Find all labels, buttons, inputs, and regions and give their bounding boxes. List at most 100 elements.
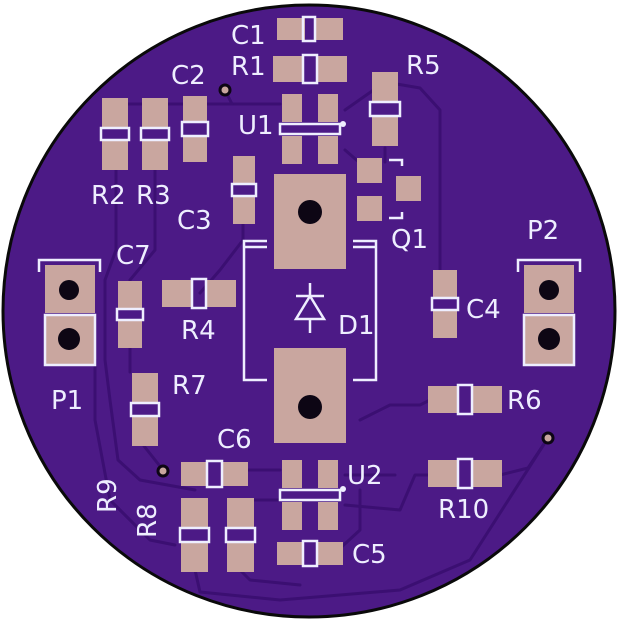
label-p2: P2 xyxy=(527,216,559,246)
silk-outline xyxy=(278,122,342,136)
label-u1: U1 xyxy=(238,111,274,141)
pad xyxy=(233,156,255,184)
silk-outline xyxy=(430,296,460,312)
label-r2: R2 xyxy=(91,181,126,211)
label-p1: P1 xyxy=(51,386,83,416)
silk-bracket xyxy=(353,239,378,382)
pad xyxy=(315,18,343,40)
silk-bracket xyxy=(389,158,404,166)
pad xyxy=(227,498,254,528)
pad xyxy=(318,94,338,122)
label-c2: C2 xyxy=(171,61,206,91)
pad xyxy=(132,373,158,403)
pad xyxy=(472,386,502,413)
pad xyxy=(277,18,305,40)
pad xyxy=(317,542,343,565)
label-r10: R10 xyxy=(438,495,489,525)
pin-one-dot xyxy=(340,486,346,492)
connector-outline xyxy=(37,258,102,272)
pad xyxy=(433,270,457,298)
pad xyxy=(183,136,207,162)
silk-outline xyxy=(230,182,258,198)
pad xyxy=(396,176,421,201)
via xyxy=(541,431,555,445)
label-q1: Q1 xyxy=(391,225,428,255)
label-r1: R1 xyxy=(231,52,266,82)
pad xyxy=(181,498,208,528)
pad xyxy=(318,460,338,488)
label-c5: C5 xyxy=(352,540,387,570)
pad xyxy=(222,462,248,486)
pad xyxy=(206,280,236,307)
label-c4: C4 xyxy=(466,295,501,325)
pad xyxy=(282,136,302,164)
pad xyxy=(428,460,458,487)
silk-outline xyxy=(456,457,474,490)
pad xyxy=(118,281,142,309)
label-c7: C7 xyxy=(116,241,151,271)
copper-pads xyxy=(45,18,574,572)
via xyxy=(156,464,170,478)
pad xyxy=(181,542,208,572)
silk-outline xyxy=(278,488,342,502)
silk-outline xyxy=(301,539,319,568)
silkscreen-outlines xyxy=(37,15,582,568)
pin-hole xyxy=(539,280,559,300)
silk-outline xyxy=(301,53,319,85)
pad xyxy=(317,56,347,82)
label-r7: R7 xyxy=(172,371,207,401)
silk-outline xyxy=(224,526,257,544)
silk-outline xyxy=(178,526,211,544)
connector-outline xyxy=(43,313,97,367)
silk-outline xyxy=(190,277,208,310)
pad xyxy=(318,502,338,530)
silk-outline xyxy=(115,307,145,322)
label-r9: R9 xyxy=(93,478,123,513)
pad xyxy=(282,502,302,530)
pin-hole xyxy=(59,280,79,300)
pad xyxy=(433,310,457,338)
pad xyxy=(277,542,303,565)
via xyxy=(218,83,232,97)
label-c3: C3 xyxy=(177,206,212,236)
silk-outline xyxy=(99,126,131,142)
label-c6: C6 xyxy=(217,425,252,455)
silk-outline xyxy=(205,459,224,489)
pad xyxy=(273,56,303,82)
label-u2: U2 xyxy=(347,461,383,491)
silk-outline xyxy=(456,383,474,416)
pad xyxy=(181,462,207,486)
pin-hole xyxy=(58,328,80,350)
pad xyxy=(372,116,398,146)
pad xyxy=(102,98,128,128)
pad xyxy=(102,140,128,170)
mount-hole xyxy=(298,200,322,224)
pad xyxy=(233,196,255,224)
pad xyxy=(142,98,168,128)
pad xyxy=(282,94,302,122)
label-r8: R8 xyxy=(133,503,163,538)
silk-outline xyxy=(368,100,402,118)
label-r3: R3 xyxy=(136,181,171,211)
mount-hole xyxy=(298,395,322,419)
pad xyxy=(132,416,158,446)
pad xyxy=(162,280,192,307)
reference-labels: C1 R1 R5 C2 U1 R2 R3 C3 Q1 P2 C7 C4 R4 D… xyxy=(51,21,559,570)
pin-one-markers xyxy=(340,121,346,492)
pad xyxy=(142,140,168,170)
vias xyxy=(156,83,555,478)
pad xyxy=(227,542,254,572)
silk-outline xyxy=(180,120,210,138)
label-c1: C1 xyxy=(231,21,266,51)
silk-bracket xyxy=(242,239,267,382)
silk-outline xyxy=(301,15,317,43)
silk-outline xyxy=(139,126,171,142)
pad xyxy=(282,460,302,488)
pad xyxy=(118,320,142,348)
label-r5: R5 xyxy=(406,51,441,81)
silk-outline xyxy=(129,401,161,418)
pad xyxy=(357,158,382,183)
pad xyxy=(472,460,502,487)
pad xyxy=(318,136,338,164)
